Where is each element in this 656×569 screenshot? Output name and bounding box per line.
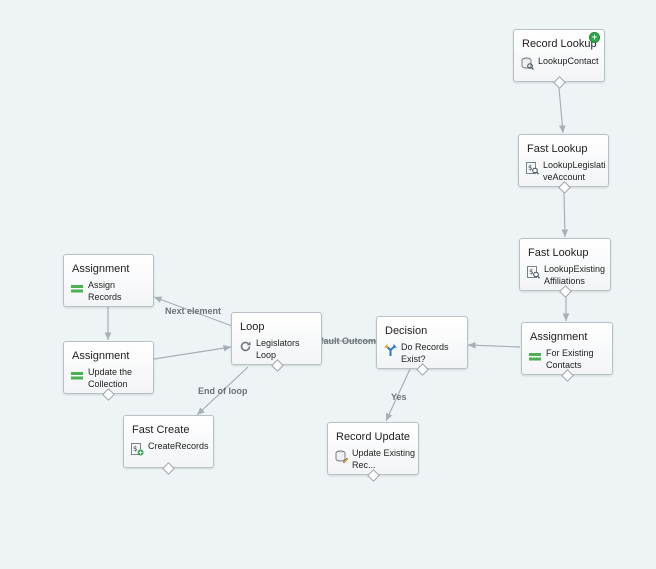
assignment-icon (529, 353, 541, 361)
node-record-lookup[interactable]: Record Lookup + LookupContact (513, 29, 605, 82)
node-element-name: LookupLegislativeAccount (543, 160, 606, 182)
node-record-update-existing[interactable]: Record Update Update Existing Rec... (327, 422, 419, 475)
node-type-label: Loop (240, 321, 265, 333)
node-type-label: Assignment (530, 331, 588, 343)
edge-label-end-of-loop: End of loop (198, 386, 248, 396)
fast-lookup-icon: $ (526, 162, 539, 175)
start-element-icon: + (589, 32, 600, 43)
node-type-label: Record Update (336, 431, 410, 443)
node-type-label: Fast Lookup (527, 143, 588, 155)
node-decision-do-records-exist[interactable]: Decision Do Records Exist? (376, 316, 468, 369)
edge-label-next-element: Next element (165, 306, 222, 316)
node-fast-lookup-legislative-account[interactable]: Fast Lookup $ LookupLegislativeAccount (518, 134, 609, 187)
node-type-label: Decision (385, 325, 428, 337)
node-element-name: Update Existing Rec... (352, 448, 416, 470)
record-lookup-icon (521, 57, 534, 70)
node-type-label: Fast Lookup (528, 247, 589, 259)
svg-text:$: $ (529, 268, 533, 276)
node-type-label: Record Lookup (522, 38, 597, 50)
node-element-name: Do Records Exist? (401, 342, 449, 364)
fast-lookup-icon: $ (527, 266, 540, 279)
edge-decision-yes-to-update (385, 368, 411, 422)
loop-icon (240, 341, 251, 352)
node-element-name: LookupExisting Affiliations (544, 264, 606, 286)
node-element-name: Legislators Loop (256, 338, 300, 360)
decision-icon (384, 344, 397, 356)
assignment-icon (71, 285, 83, 293)
assignment-icon (71, 372, 83, 380)
edge-label-default-outcome: Default Outcome (309, 336, 382, 346)
fast-create-icon: $ (131, 443, 144, 456)
edge-label-yes: Yes (391, 392, 407, 402)
node-element-name: Assign Records (88, 280, 122, 302)
node-element-name: Update the Collection (88, 367, 133, 389)
node-assignment-update-collection[interactable]: Assignment Update the Collection (63, 341, 154, 394)
edge-lookupcontact-to-fastlookup (558, 87, 566, 134)
svg-text:$: $ (528, 164, 532, 172)
record-update-icon (335, 450, 348, 463)
edge-update-to-loop (153, 344, 232, 360)
node-fast-lookup-existing-affiliations[interactable]: Fast Lookup $ LookupExisting Affiliation… (519, 238, 611, 291)
node-assignment-for-existing-contacts[interactable]: Assignment For Existing Contacts (521, 322, 613, 375)
edge-loop-end-to-fastcreate (196, 366, 249, 416)
node-element-name: LookupContact (538, 56, 599, 66)
edge-loop-next-to-assign (153, 296, 233, 327)
edge-assignment-to-decision (467, 341, 521, 349)
node-type-label: Assignment (72, 350, 130, 362)
node-fast-create-records[interactable]: Fast Create $ CreateRecords (123, 415, 214, 468)
node-type-label: Fast Create (132, 424, 190, 436)
node-element-name: For Existing Contacts (546, 348, 594, 370)
edge-fastlookup1-to-fastlookup2 (561, 192, 569, 238)
node-type-label: Assignment (72, 263, 130, 275)
svg-text:$: $ (133, 445, 137, 453)
node-assignment-assign-records[interactable]: Assignment Assign Records (63, 254, 154, 307)
node-loop-legislators[interactable]: Loop Legislators Loop (231, 312, 322, 365)
node-element-name: CreateRecords (148, 441, 209, 451)
